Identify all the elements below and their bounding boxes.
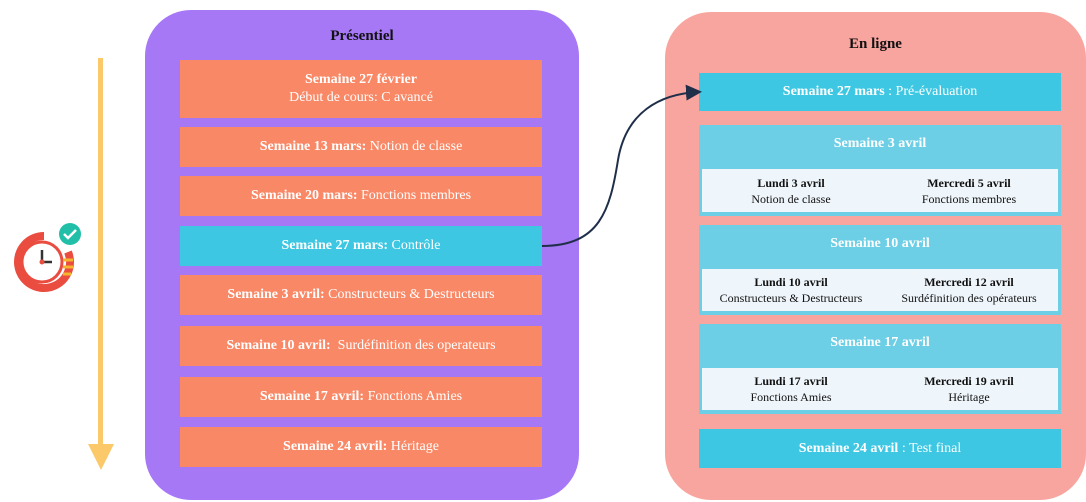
item-topic: Constructeurs & Destructeurs [324, 287, 495, 302]
presentiel-item: Semaine 3 avril: Constructeurs & Destruc… [180, 275, 542, 315]
item-topic: Surdéfinition des operateurs [330, 338, 496, 353]
day-cell: Mercredi 19 avril Héritage [880, 368, 1058, 410]
day-name: Mercredi 12 avril [924, 275, 1014, 289]
day-name: Mercredi 19 avril [924, 374, 1014, 388]
clock-check-icon [14, 223, 81, 292]
day-cell: Lundi 3 avril Notion de classe [702, 169, 880, 212]
week-title: Semaine 10 avril [830, 236, 930, 251]
day-topic: Constructeurs & Destructeurs [719, 291, 863, 305]
item-week: Semaine 13 mars: [259, 139, 367, 154]
week-title: Semaine 3 avril [833, 136, 927, 151]
presentiel-item: Semaine 24 avril: Héritage [180, 427, 542, 467]
item-week: Semaine 17 avril: [259, 389, 365, 404]
day-name: Lundi 3 avril [757, 175, 825, 190]
item-topic: : Pré-évaluation [884, 84, 978, 99]
presentiel-item: Semaine 13 mars: Notion de classe [180, 127, 542, 167]
item-week: Semaine 27 mars [782, 84, 885, 99]
day-topic: Fonctions Amies [750, 390, 832, 404]
item-topic: : Test final [898, 440, 962, 456]
timeline-down-arrow-icon [88, 58, 114, 470]
day-name: Mercredi 5 avril [927, 175, 1011, 190]
week-days: Lundi 3 avril Notion de classe Mercredi … [702, 169, 1058, 212]
item-week: Semaine 20 mars: [250, 188, 358, 203]
item-topic: Notion de classe [366, 139, 463, 154]
day-cell: Lundi 17 avril Fonctions Amies [702, 368, 880, 410]
item-topic: Fonctions membres [357, 188, 472, 203]
day-topic: Surdéfinition des opérateurs [901, 291, 1037, 305]
item-topic: Contrôle [388, 238, 441, 253]
enligne-title: En ligne [849, 36, 902, 52]
presentiel-item: Semaine 17 avril: Fonctions Amies [180, 377, 542, 417]
day-cell: Lundi 10 avril Constructeurs & Destructe… [702, 269, 880, 311]
item-week: Semaine 3 avril: [227, 287, 325, 302]
day-cell: Mercredi 5 avril Fonctions membres [880, 169, 1058, 212]
final-test-item: Semaine 24 avril : Test final [699, 429, 1061, 468]
presentiel-item: Semaine 20 mars: Fonctions membres [180, 176, 542, 216]
presentiel-title: Présentiel [330, 28, 394, 44]
week-title: Semaine 17 avril [830, 335, 930, 350]
day-name: Lundi 10 avril [754, 275, 828, 289]
item-week: Semaine 24 avril: [283, 439, 388, 454]
item-week: Semaine 27 février [305, 72, 417, 87]
pre-evaluation-item: Semaine 27 mars : Pré-évaluation [699, 73, 1061, 111]
item-topic: Fonctions Amies [364, 389, 463, 404]
week-block: Semaine 17 avril Lundi 17 avril Fonction… [699, 324, 1061, 414]
day-cell: Mercredi 12 avril Surdéfinition des opér… [880, 269, 1058, 311]
week-block: Semaine 3 avril Lundi 3 avril Notion de … [699, 125, 1061, 216]
item-topic: Héritage [387, 439, 439, 454]
presentiel-item: Semaine 27 février Début de cours: C ava… [180, 60, 542, 118]
presentiel-item-controle: Semaine 27 mars: Contrôle [180, 226, 542, 266]
item-topic: Début de cours: C avancé [289, 90, 433, 105]
presentiel-item: Semaine 10 avril: Surdéfinition des oper… [180, 326, 542, 366]
day-topic: Fonctions membres [921, 191, 1017, 206]
week-block: Semaine 10 avril Lundi 10 avril Construc… [699, 225, 1061, 315]
item-week: Semaine 10 avril: [226, 338, 331, 353]
day-topic: Héritage [948, 390, 990, 404]
day-topic: Notion de classe [751, 191, 831, 206]
week-days: Lundi 10 avril Constructeurs & Destructe… [702, 269, 1058, 311]
day-name: Lundi 17 avril [754, 374, 828, 388]
week-days: Lundi 17 avril Fonctions Amies Mercredi … [702, 368, 1058, 410]
item-week: Semaine 24 avril [798, 440, 899, 456]
item-week: Semaine 27 mars: [281, 238, 389, 253]
